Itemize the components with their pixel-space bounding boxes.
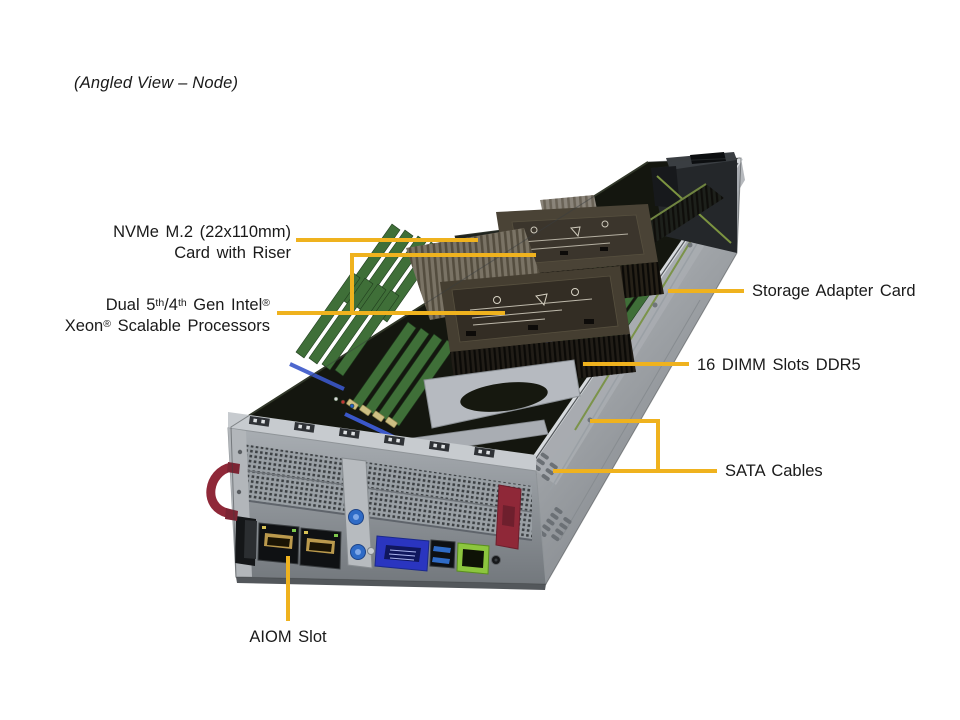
thumbscrew-top — [348, 509, 364, 525]
callout-label-dimm: 16 DIMM Slots DDR5 — [697, 356, 861, 374]
cpu-lower-label — [451, 275, 619, 343]
figure-title: (Angled View – Node) — [74, 74, 239, 92]
latch-left — [206, 462, 240, 521]
usb-ports — [429, 539, 456, 569]
callout-cpu-line-upper — [350, 253, 536, 315]
nic-port-2 — [299, 527, 342, 570]
chassis-outline — [230, 157, 742, 585]
callout-label-nvme: NVMe M.2 (22x110mm) Card with Riser — [91, 222, 291, 264]
rail-slots — [248, 416, 495, 458]
nvme-label-line2: Card with Riser — [174, 244, 291, 262]
cpu-heatsink-lower — [406, 228, 636, 392]
callout-label-storage: Storage Adapter Card — [752, 282, 916, 300]
callout-label-sata: SATA Cables — [725, 462, 823, 480]
dimm-bank-left-front — [333, 321, 456, 442]
cpu-label-line2: Xeon® Scalable Processors — [64, 317, 270, 335]
id-button — [491, 555, 501, 565]
nic-port-1 — [257, 522, 300, 565]
thumbscrew-bottom — [350, 544, 366, 560]
nvme-label-line1: NVMe M.2 (22x110mm) — [113, 223, 291, 241]
callout-sata-bracket — [590, 419, 660, 473]
callout-label-aiom: AIOM Slot — [249, 628, 327, 646]
latch-right — [495, 484, 522, 550]
cpu-label-line1: Dual 5th/4th Gen Intel® — [105, 296, 270, 314]
front-mesh — [242, 444, 532, 540]
rear-connector — [690, 152, 726, 164]
front-io-panel — [206, 427, 547, 590]
callout-label-cpu: Dual 5th/4th Gen Intel® Xeon® Scalable P… — [60, 295, 270, 337]
lan-port — [456, 542, 490, 575]
vga-port — [367, 535, 437, 572]
callout-lines — [277, 238, 744, 621]
front-top-rail — [228, 412, 536, 471]
